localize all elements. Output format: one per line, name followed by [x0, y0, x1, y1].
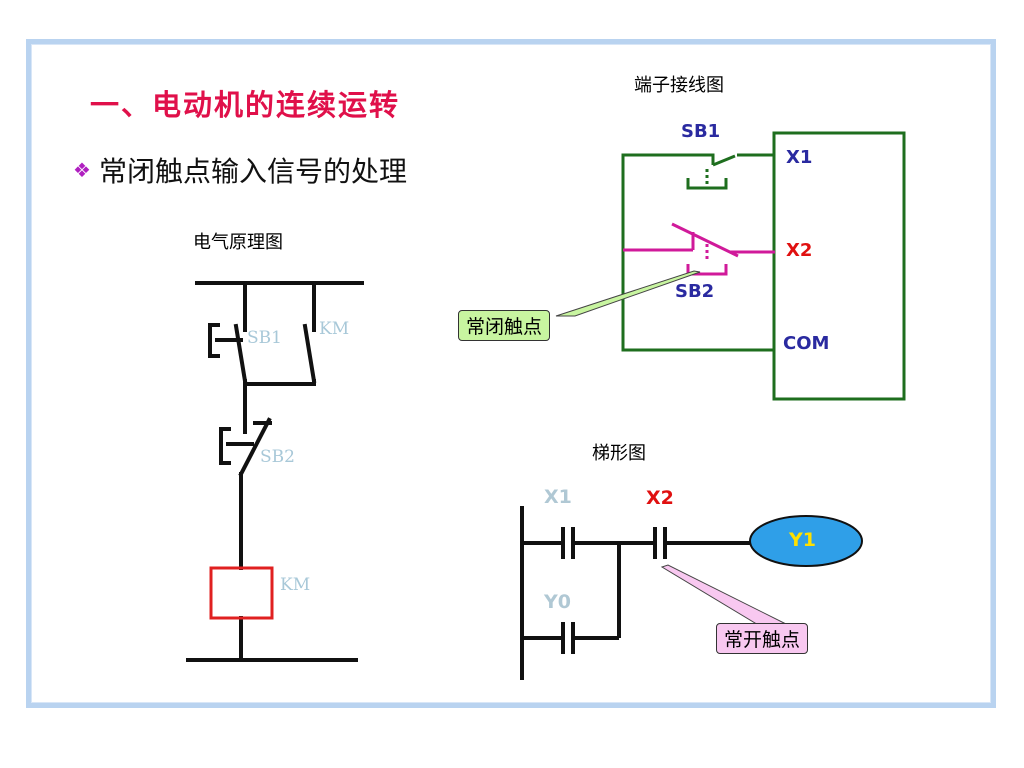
- plc-terminal-box: [772, 131, 906, 401]
- km-coil: [209, 566, 274, 620]
- sb1-button-head: [208, 323, 220, 358]
- no-callout-pointer: [660, 564, 791, 627]
- wiring-heading: 端子接线图: [634, 75, 724, 96]
- wire-sb1-com: [621, 153, 775, 352]
- sb2-nc-contact: [671, 222, 739, 258]
- slide-frame-inner: [31, 44, 991, 703]
- ladder-y0-label: Y0: [544, 591, 571, 613]
- slide-title: 一、电动机的连续运转: [90, 88, 401, 122]
- km-holding-contact: [302, 323, 317, 384]
- ladder-x1-label: X1: [544, 486, 572, 508]
- diamond-bullet-icon: ❖: [73, 158, 91, 182]
- wiring-sb1-label: SB1: [681, 121, 721, 142]
- schematic-heading: 电气原理图: [193, 232, 283, 253]
- terminal-x1-label: X1: [786, 147, 813, 168]
- sb2-button: [686, 264, 728, 276]
- ladder-y1-label: Y1: [789, 529, 816, 551]
- wiring-sb2-label: SB2: [675, 281, 715, 302]
- schematic-sb2-label: SB2: [260, 447, 295, 467]
- slide-frame: [26, 39, 996, 708]
- sb1-contact: [233, 323, 248, 384]
- sb1-button: [686, 178, 728, 190]
- schematic-km-contact-label: KM: [319, 319, 350, 339]
- schematic-diagram: [186, 281, 364, 662]
- schematic-sb1-label: SB1: [247, 328, 282, 348]
- sb2-button-head: [219, 427, 231, 465]
- wiring-diagram: [621, 131, 906, 401]
- y1-coil: [749, 515, 863, 567]
- sb1-no-contact: [712, 154, 736, 167]
- no-contact-callout: 常开触点: [716, 623, 809, 654]
- schematic-km-coil-label: KM: [280, 575, 311, 595]
- nc-contact-callout: 常闭触点: [458, 310, 551, 341]
- terminal-com-label: COM: [783, 333, 830, 354]
- bullet-item: ❖ 常闭触点输入信号的处理: [73, 150, 407, 190]
- nc-callout-pointer: [555, 270, 701, 317]
- terminal-x2-label: X2: [786, 240, 813, 261]
- ladder-x2-label: X2: [646, 487, 674, 509]
- bullet-text: 常闭触点输入信号的处理: [98, 155, 407, 188]
- ladder-heading: 梯形图: [592, 443, 646, 464]
- sb2-contact: [238, 417, 272, 477]
- ladder-diagram: [520, 506, 750, 680]
